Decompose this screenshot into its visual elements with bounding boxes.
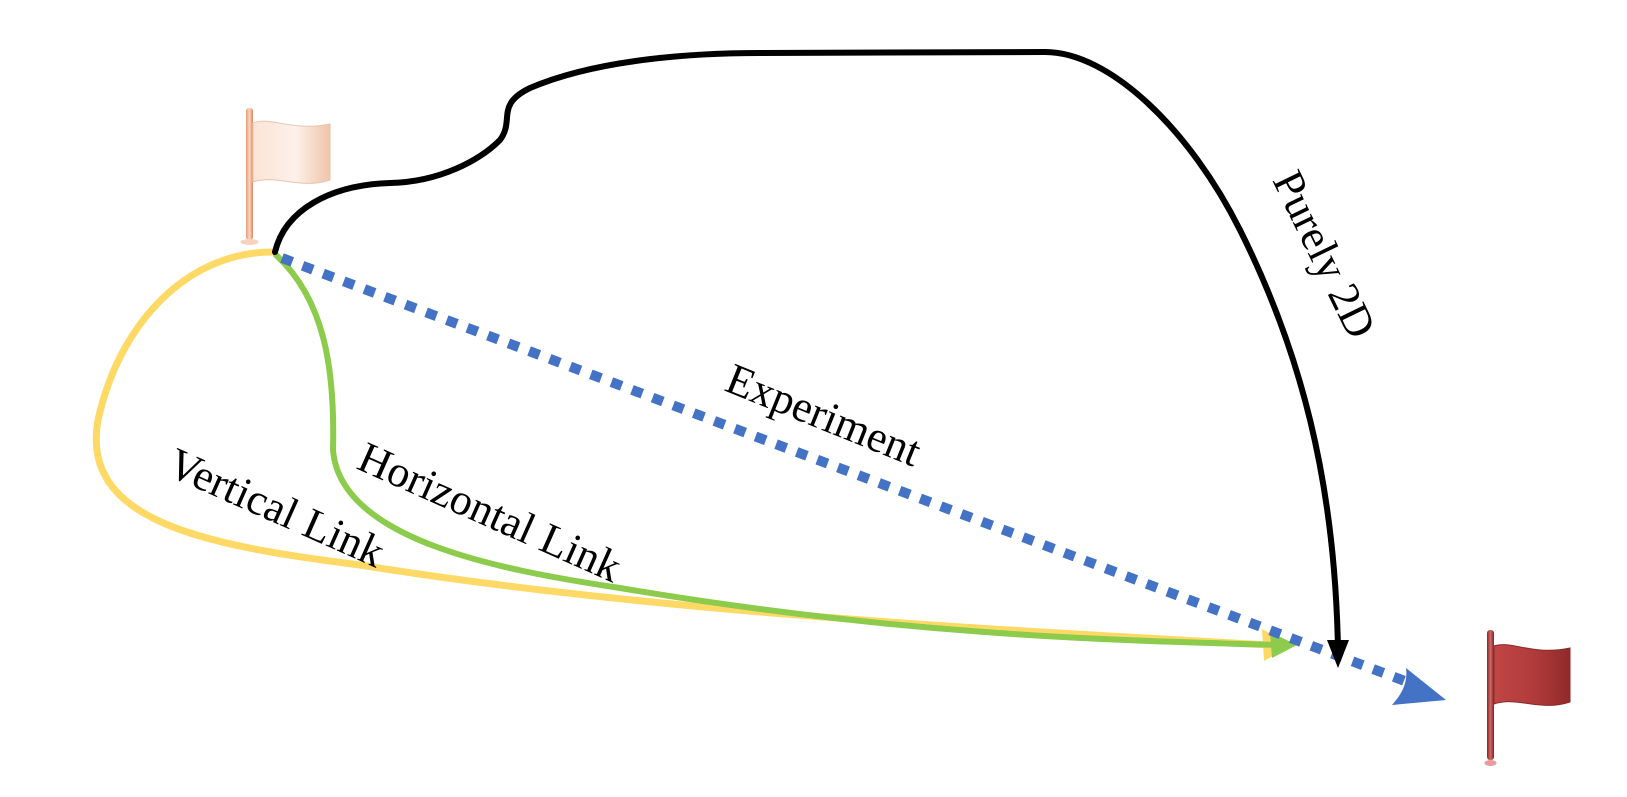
experiment-path <box>280 253 1446 705</box>
horizontal-link-arrowhead <box>1270 632 1297 658</box>
experiment-arrowhead <box>1392 668 1446 705</box>
purely-2d-arrowhead <box>1327 640 1349 668</box>
start-flag-icon <box>240 108 331 245</box>
purely-2d-path <box>272 49 1349 668</box>
end-flag-icon <box>1484 630 1571 766</box>
horizontal-link-path <box>273 252 1297 658</box>
